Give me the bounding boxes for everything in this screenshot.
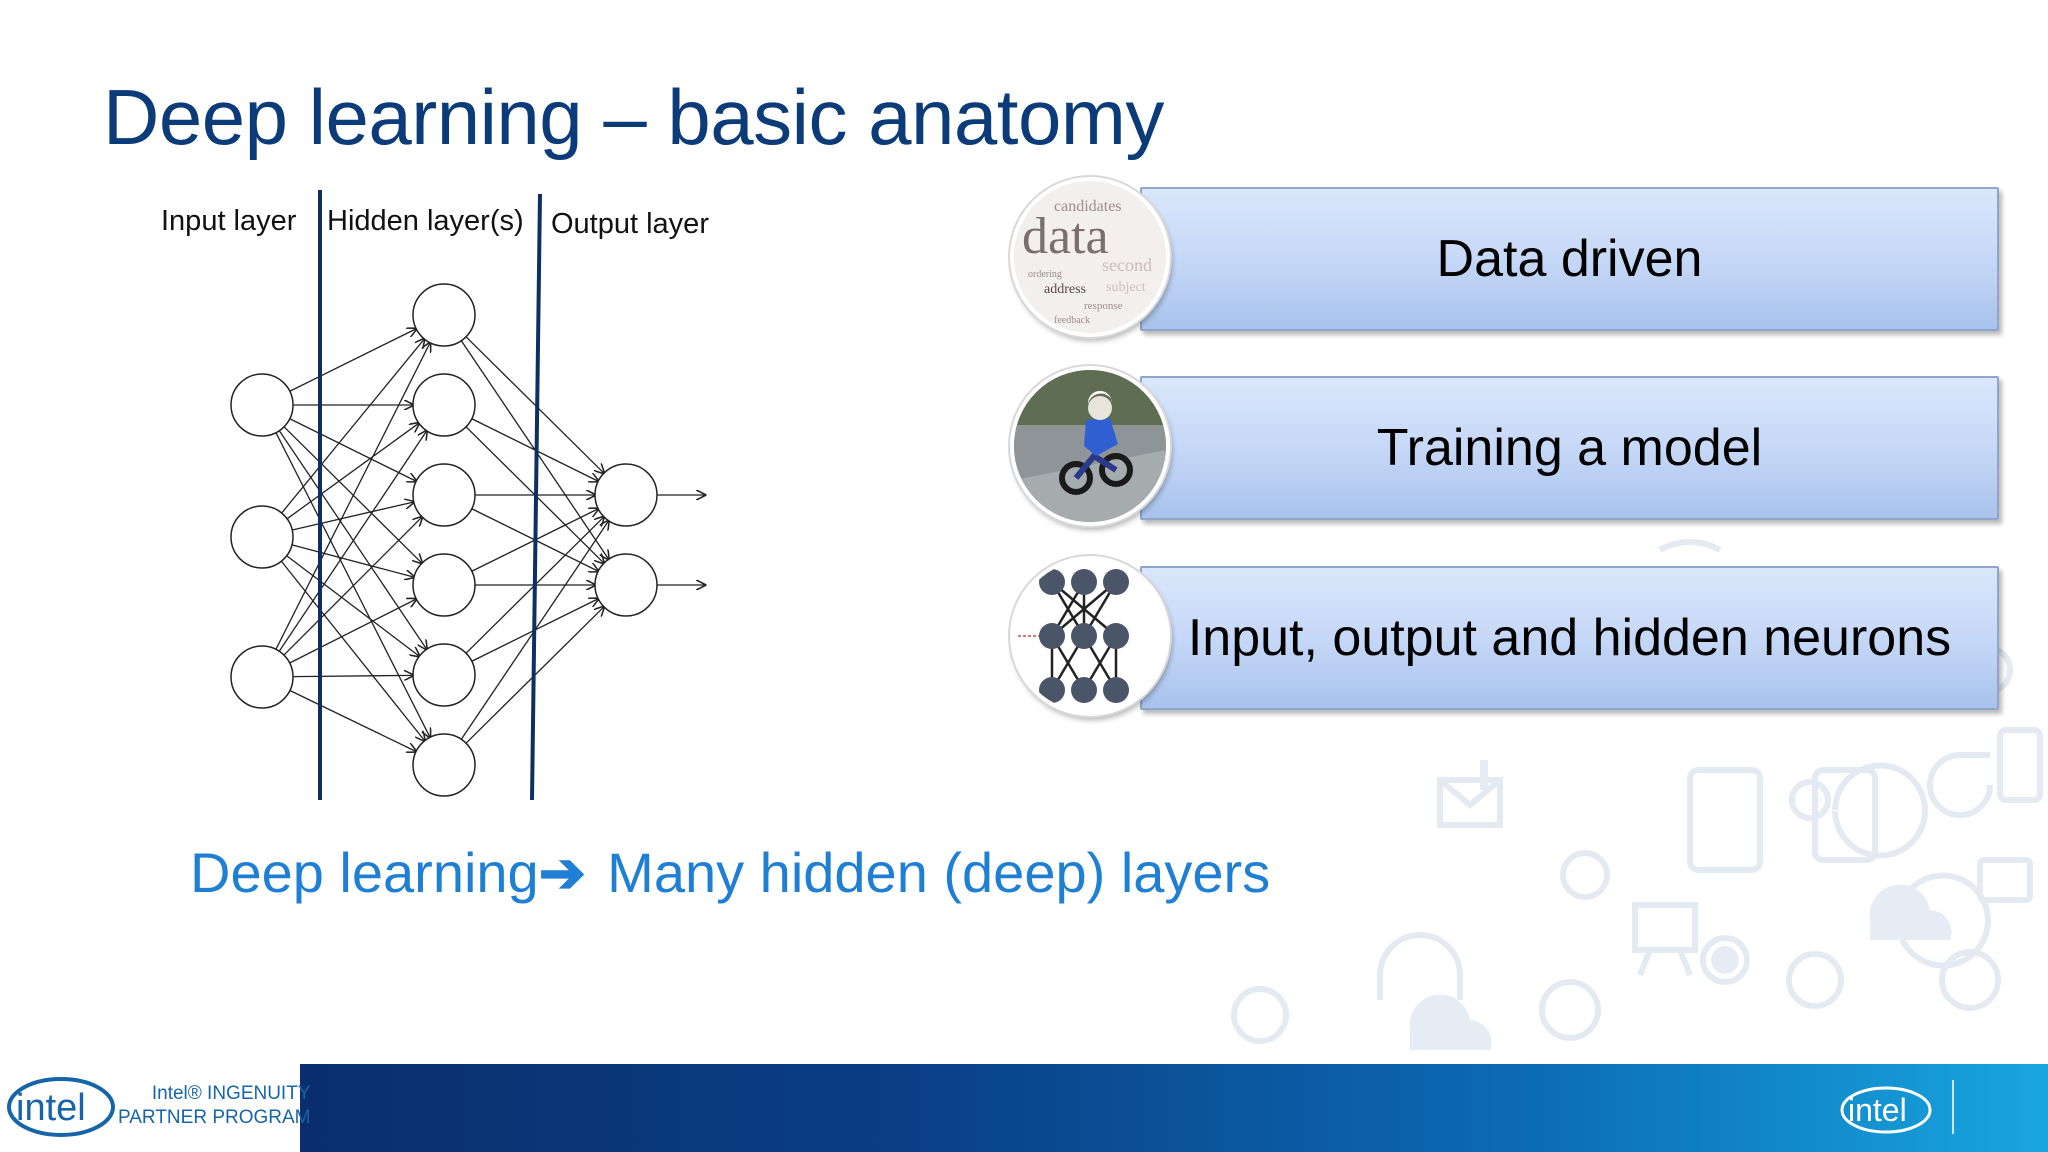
hidden-layer-label: Hidden layer(s) [327,205,524,237]
slide-subtitle: Deep learning➔ Many hidden (deep) layers [190,840,1270,906]
output-layer-label: Output layer [551,208,709,240]
connection-edge [465,336,604,473]
connection-edge [286,423,419,520]
svg-text:intel: intel [1848,1092,1907,1128]
connection-edge [289,689,416,751]
hidden-output-divider [530,193,542,801]
arrow-right-icon: ➔ [538,841,586,904]
footer-divider [1952,1080,1954,1134]
bullet-bar: Data driven [1140,187,1999,331]
bullet-data-driven: Data driven candidates data second subje… [1010,177,2010,337]
network-graph [230,190,760,801]
output-neuron [594,553,658,617]
svg-text:subject: subject [1106,280,1146,295]
input-neuron [230,373,294,437]
connection-edge [286,555,420,657]
svg-text:data: data [1022,208,1109,265]
bullet-neurons: Input, output and hidden neurons [1010,556,2010,716]
connection-edge [275,432,430,738]
subtitle-right: Many hidden (deep) layers [607,841,1271,904]
bullet-bar: Input, output and hidden neurons [1140,566,1999,710]
svg-text:ordering: ordering [1028,269,1062,280]
program-line-1: Intel® INGENUITY [151,1083,311,1104]
connection-edge [292,502,414,531]
connection-edge [280,560,424,741]
child-on-bicycle-image [1010,366,1170,526]
hidden-neuron [412,463,476,527]
program-line-2: PARTNER PROGRAM [118,1107,311,1128]
svg-text:feedback: feedback [1054,315,1090,326]
intel-logo-right: intel [1840,1086,1932,1134]
footer-gradient-bar [300,1064,2048,1152]
bullet-label: Training a model [1376,419,1763,477]
input-neuron [230,505,294,569]
svg-text:candidates: candidates [1054,198,1122,215]
bullet-label: Data driven [1436,230,1703,288]
data-word-cloud-image: candidates data second subject address o… [1010,177,1170,337]
svg-text:second: second [1102,255,1152,275]
hidden-neuron [412,373,476,437]
connection-edge [289,418,416,482]
connection-edge [275,343,430,650]
connection-edge [289,329,416,392]
program-name: Intel® INGENUITY PARTNER PROGRAM [118,1082,311,1130]
bullet-label: Input, output and hidden neurons [1187,609,1952,667]
slide-title: Deep learning – basic anatomy [103,73,1164,161]
input-layer-label: Input layer [161,205,297,237]
hidden-neuron [412,643,476,707]
svg-text:intel: intel [16,1087,86,1129]
input-neuron [230,645,294,709]
neural-network-diagram: Input layer Hidden layer(s) Output layer [0,190,760,830]
hidden-neuron [412,733,476,797]
bullet-training-model: Training a model [1010,366,2010,526]
neural-network-icon [1010,556,1170,716]
output-neuron [594,463,658,527]
intel-logo: intel [7,1077,115,1137]
connection-edge [283,517,422,656]
svg-text:response: response [1084,300,1123,312]
connection-edge [289,599,417,664]
subtitle-left: Deep learning [190,841,539,904]
connection-edge [291,544,414,577]
svg-text:address: address [1044,282,1086,297]
hidden-neuron [412,283,476,347]
connection-edge [278,431,427,652]
connection-edge [281,339,425,514]
connection-edge [292,675,413,676]
hidden-neuron [412,553,476,617]
bullet-bar: Training a model [1140,376,1999,520]
